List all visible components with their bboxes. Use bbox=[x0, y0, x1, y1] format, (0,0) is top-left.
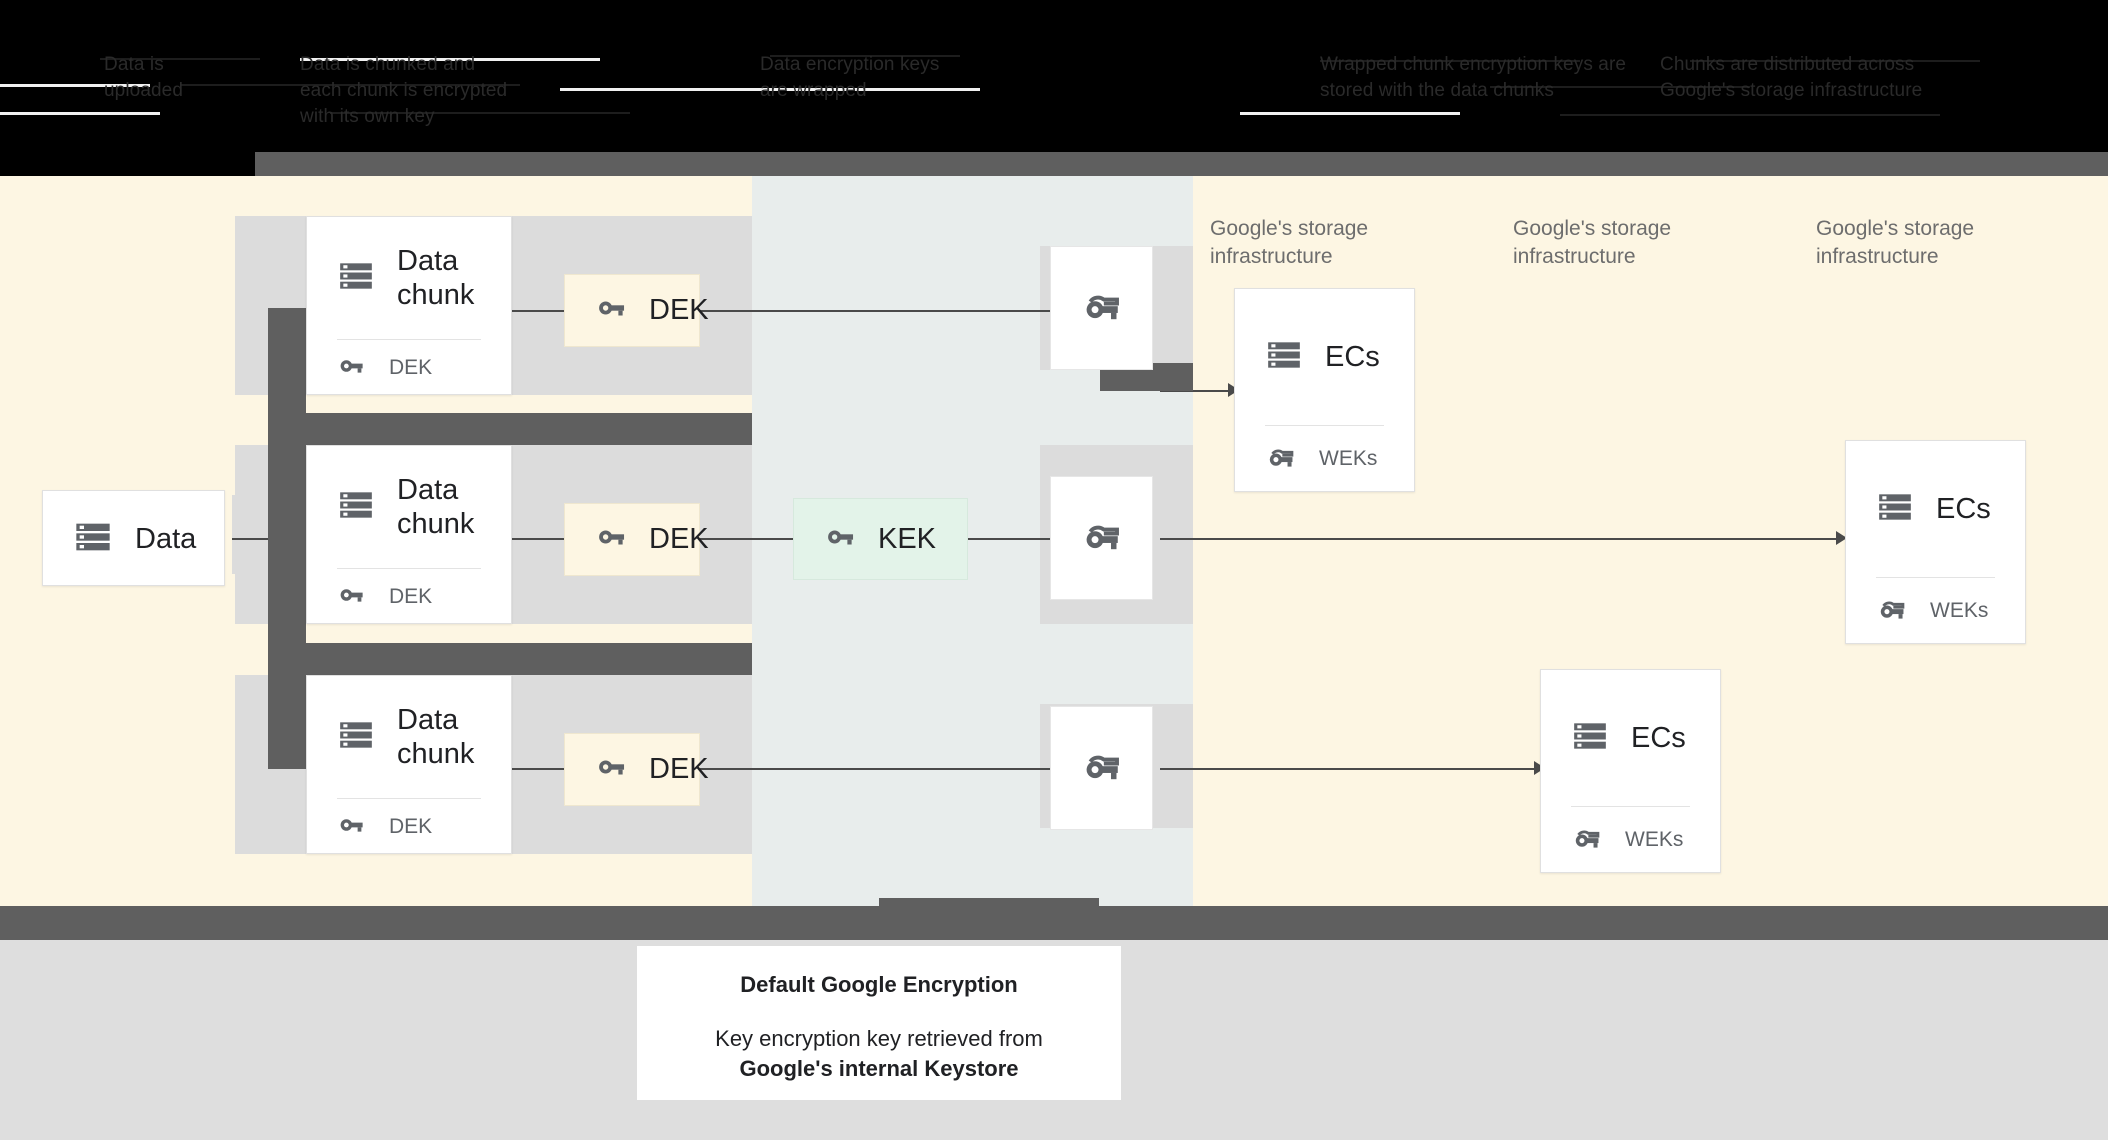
card-divider bbox=[337, 568, 481, 569]
storage-label-1: Google's storage infrastructure bbox=[1210, 217, 1369, 268]
key-icon bbox=[337, 351, 367, 386]
card-ec-2[interactable]: ECs WEKs bbox=[1845, 440, 2026, 644]
card-divider bbox=[1571, 806, 1690, 807]
card-divider bbox=[337, 798, 481, 799]
server-stack-icon bbox=[1571, 717, 1609, 760]
bottom-separator-bar bbox=[0, 906, 2108, 940]
arrowhead-ec2 bbox=[1836, 531, 1847, 545]
card-data-source[interactable]: Data bbox=[42, 490, 225, 586]
occluder-row-gap-2 bbox=[268, 643, 752, 675]
dek-box-2-label: DEK bbox=[649, 523, 709, 555]
card-ec-2-title: ECs bbox=[1936, 493, 1991, 525]
key-icon bbox=[337, 810, 367, 845]
card-ec-3[interactable]: ECs WEKs bbox=[1540, 669, 1721, 873]
card-data-source-title: Data bbox=[135, 523, 197, 555]
card-ec-2-key-label: WEKs bbox=[1930, 599, 1989, 622]
card-data-chunk-2[interactable]: Data chunk DEK bbox=[306, 445, 512, 624]
card-data-chunk-1[interactable]: Data chunk DEK bbox=[306, 216, 512, 395]
occluder-row-gap-1 bbox=[268, 413, 752, 445]
card-ec-3-title: ECs bbox=[1631, 722, 1686, 754]
header-label-3: Data encryption keys are wrapped bbox=[760, 54, 940, 101]
wrapped-key-icon bbox=[1876, 593, 1908, 630]
dek-box-3-label: DEK bbox=[649, 753, 709, 785]
header-dark-band bbox=[0, 0, 2108, 155]
storage-label-2: Google's storage infrastructure bbox=[1513, 217, 1672, 268]
arrowhead-ec3 bbox=[1534, 761, 1545, 775]
server-stack-icon bbox=[1265, 336, 1303, 379]
card-chunk-3-key-label: DEK bbox=[389, 815, 433, 838]
connector-dek1-to-wrapped1 bbox=[700, 310, 1050, 312]
connector-wrapped3-to-ec3 bbox=[1160, 768, 1538, 770]
header-label-2: Data is chunked and each chunk is encryp… bbox=[300, 54, 508, 127]
card-ec-1-key-label: WEKs bbox=[1319, 447, 1378, 470]
connector-chunk2-to-dek2 bbox=[512, 538, 564, 540]
card-divider bbox=[1876, 577, 1995, 578]
server-stack-icon bbox=[337, 716, 375, 759]
key-icon bbox=[595, 291, 629, 330]
card-divider bbox=[337, 339, 481, 340]
connector-wrapped1-to-ec1 bbox=[1160, 390, 1230, 392]
card-ec-1[interactable]: ECs WEKs bbox=[1234, 288, 1415, 492]
header-labels: Data is uploaded Data is chunked and eac… bbox=[0, 48, 2108, 138]
wrapped-key-tile-3[interactable] bbox=[1050, 706, 1153, 830]
key-icon bbox=[595, 520, 629, 559]
card-ec-3-key-label: WEKs bbox=[1625, 828, 1684, 851]
connector-kek-to-wrapped bbox=[968, 538, 1052, 540]
wrapped-key-icon bbox=[1080, 514, 1124, 563]
arrowhead-ec1 bbox=[1228, 383, 1239, 397]
header-label-4: Wrapped chunk encryption keys are stored… bbox=[1320, 54, 1627, 101]
key-icon bbox=[595, 750, 629, 789]
header-strip bbox=[255, 152, 2108, 176]
card-divider bbox=[1265, 425, 1384, 426]
server-stack-icon bbox=[337, 257, 375, 300]
card-chunk-1-key-label: DEK bbox=[389, 356, 433, 379]
connector-chunk3-to-dek3 bbox=[512, 768, 564, 770]
wrapped-key-icon bbox=[1265, 441, 1297, 478]
wrapped-key-icon bbox=[1571, 822, 1603, 859]
connector-chunk1-to-dek1 bbox=[512, 310, 564, 312]
card-chunk-2-key-label: DEK bbox=[389, 585, 433, 608]
header-label-1: Data is uploaded bbox=[104, 54, 183, 101]
card-chunk-3-title: Data chunk bbox=[397, 704, 475, 770]
server-stack-icon bbox=[73, 517, 113, 562]
key-icon bbox=[337, 580, 367, 615]
server-stack-icon bbox=[337, 486, 375, 529]
wrapped-key-icon bbox=[1080, 284, 1124, 333]
caption-title: Default Google Encryption bbox=[740, 972, 1018, 997]
caption-card: Default Google Encryption Key encryption… bbox=[637, 946, 1121, 1100]
key-icon bbox=[824, 520, 858, 559]
kek-box-label: KEK bbox=[878, 522, 937, 555]
card-data-chunk-3[interactable]: Data chunk DEK bbox=[306, 675, 512, 854]
dek-box-2[interactable]: DEK bbox=[564, 503, 709, 576]
server-stack-icon bbox=[1876, 488, 1914, 531]
header-label-5: Chunks are distributed across Google's s… bbox=[1660, 54, 1923, 101]
wrapped-key-icon bbox=[1080, 744, 1124, 793]
dek-box-1[interactable]: DEK bbox=[564, 274, 709, 347]
caption-line-1: Key encryption key retrieved from bbox=[715, 1026, 1043, 1051]
dek-box-1-label: DEK bbox=[649, 294, 709, 326]
wrapped-key-tile-2[interactable] bbox=[1050, 476, 1153, 600]
occluder-left-vertical bbox=[268, 308, 306, 769]
caption-line-2: Google's internal Keystore bbox=[739, 1056, 1019, 1081]
header-strip-left bbox=[0, 152, 255, 176]
card-ec-1-title: ECs bbox=[1325, 341, 1380, 373]
wrapped-key-tile-1[interactable] bbox=[1050, 246, 1153, 370]
card-chunk-2-title: Data chunk bbox=[397, 474, 475, 540]
card-chunk-1-title: Data chunk bbox=[397, 245, 475, 311]
connector-wrapped2-to-ec2 bbox=[1160, 538, 1840, 540]
dek-box-3[interactable]: DEK bbox=[564, 733, 709, 806]
storage-label-3: Google's storage infrastructure bbox=[1816, 217, 1975, 268]
kek-box[interactable]: KEK bbox=[793, 498, 968, 580]
connector-dek3-to-wrapped3 bbox=[700, 768, 1050, 770]
